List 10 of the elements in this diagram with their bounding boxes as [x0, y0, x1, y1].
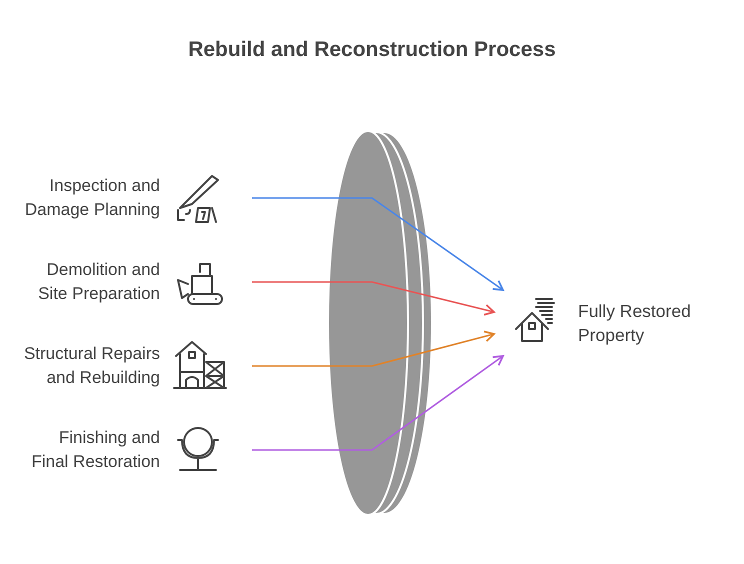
arrow	[252, 197, 504, 291]
arrow	[252, 281, 495, 316]
step-label: Demolition and Site Preparation	[37, 259, 160, 305]
result-label: Fully Restored Property	[578, 300, 692, 347]
diagram-title: Rebuild and Reconstruction Process	[187, 38, 557, 62]
step-label: Finishing and Final Restoration	[30, 427, 160, 473]
arrow	[252, 355, 504, 451]
arrow	[252, 330, 495, 367]
step-label: Structural Repairs and Rebuilding	[22, 343, 160, 389]
step-label: Inspection and Damage Planning	[24, 175, 160, 221]
